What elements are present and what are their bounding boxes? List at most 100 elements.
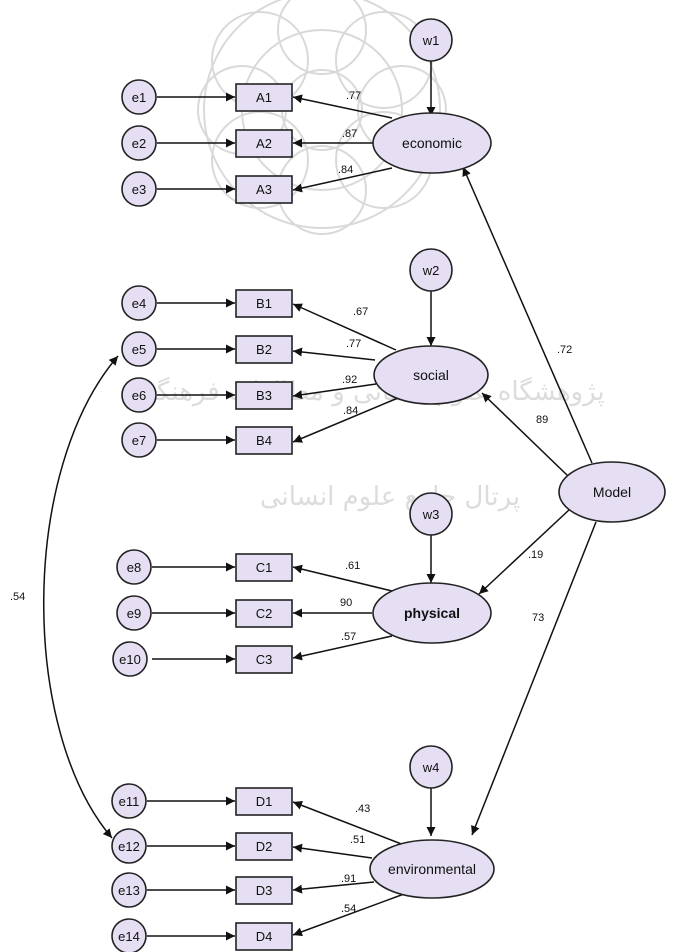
covariance-e5-e12 [43, 355, 119, 839]
indicator-B2: B2 [235, 335, 293, 364]
error-e4-label: e4 [132, 296, 146, 311]
latent-environmental: environmental [369, 839, 495, 899]
coef-economic-A2: .87 [342, 128, 357, 140]
latent-economic: economic [372, 112, 492, 174]
error-e1-label: e1 [132, 90, 146, 105]
indicator-C3: C3 [235, 645, 293, 674]
watermark-line-1: پژوهشگاه علوم انسانی و مطالعات فرهنگی [135, 376, 604, 407]
error-e12: e12 [111, 828, 147, 864]
latent-physical: physical [372, 582, 492, 644]
watermark: پژوهشگاه علوم انسانی و مطالعات فرهنگی پر… [135, 0, 605, 512]
error-e10-label: e10 [119, 652, 141, 667]
error-e1: e1 [121, 79, 157, 115]
coef-social-B4: .84 [343, 405, 358, 417]
error-e11-label: e11 [119, 794, 140, 809]
coef-physical-C2: 90 [340, 597, 352, 609]
disturbance-w4: w4 [409, 745, 453, 789]
latent-social-label: social [413, 367, 449, 383]
indicator-D2-label: D2 [256, 839, 273, 854]
indicator-C2-label: C2 [256, 606, 273, 621]
indicator-B3-label: B3 [256, 388, 272, 403]
coef-model-physical: .19 [528, 549, 543, 561]
indicator-A3-label: A3 [256, 182, 272, 197]
error-e3: e3 [121, 171, 157, 207]
indicator-D2: D2 [235, 832, 293, 861]
indicator-D1: D1 [235, 787, 293, 816]
coef-economic-A1: .77 [346, 90, 361, 102]
path-model-social [481, 392, 569, 477]
watermark-line-2: پرتال جامع علوم انسانی [260, 482, 520, 512]
indicator-C3-label: C3 [256, 652, 273, 667]
error-e14-label: e14 [118, 929, 140, 944]
error-e7-label: e7 [132, 433, 146, 448]
disturbance-w3: w3 [409, 492, 453, 536]
path-physical-C3 [292, 635, 393, 661]
error-e6: e6 [121, 377, 157, 413]
error-paths [147, 92, 235, 941]
indicator-D3: D3 [235, 876, 293, 905]
disturbance-w2: w2 [409, 248, 453, 292]
indicator-A2: A2 [235, 129, 293, 158]
error-e9: e9 [116, 595, 152, 631]
path-model-physical [478, 508, 571, 595]
indicator-C1-label: C1 [256, 560, 273, 575]
coef-model-economic: .72 [557, 344, 572, 356]
indicator-D4-label: D4 [256, 929, 273, 944]
disturbance-w2-label: w2 [422, 263, 440, 278]
error-e8: e8 [116, 549, 152, 585]
indicator-D4: D4 [235, 922, 293, 951]
disturbance-w4-label: w4 [422, 760, 440, 775]
coef-environmental-D4: .54 [341, 903, 356, 915]
error-e6-label: e6 [132, 388, 146, 403]
error-e9-label: e9 [127, 606, 141, 621]
coef-environmental-D1: .43 [355, 803, 370, 815]
coef-social-B3: .92 [342, 374, 357, 386]
path-physical-C1 [292, 564, 393, 592]
error-e14: e14 [111, 918, 147, 952]
coef-environmental-D2: .51 [350, 834, 365, 846]
error-e13-label: e13 [118, 883, 140, 898]
error-e12-label: e12 [118, 839, 140, 854]
latent-model-label: Model [593, 484, 631, 500]
error-e13: e13 [111, 872, 147, 908]
error-e2: e2 [121, 125, 157, 161]
error-e10: e10 [112, 641, 148, 677]
coef-physical-C1: .61 [345, 560, 360, 572]
coef-social-B2: .77 [346, 338, 361, 350]
latent-variables: economic social physical environmental M… [369, 112, 666, 899]
latent-physical-label: physical [404, 605, 460, 621]
latent-social: social [373, 345, 489, 405]
path-environmental-D1 [292, 801, 405, 846]
error-e5-label: e5 [132, 342, 146, 357]
path-social-B3 [292, 383, 377, 400]
coefficient-labels: .77 .87 .84 .67 .77 .92 .84 .61 90 .57 .… [10, 90, 572, 915]
coef-environmental-D3: .91 [341, 873, 356, 885]
error-e7: e7 [121, 422, 157, 458]
coef-covariance-e5-e12: .54 [10, 591, 25, 603]
indicator-B1: B1 [235, 289, 293, 318]
indicator-B2-label: B2 [256, 342, 272, 357]
indicator-D1-label: D1 [256, 794, 273, 809]
error-e11: e11 [111, 783, 147, 819]
indicator-B4-label: B4 [256, 433, 272, 448]
latent-economic-label: economic [402, 135, 462, 151]
indicators: A1 A2 A3 B1 B2 B3 B4 C1 C2 C3 D1 D2 D3 D… [235, 83, 293, 951]
indicator-B1-label: B1 [256, 296, 272, 311]
path-social-B4 [292, 397, 399, 443]
coef-model-social: 89 [536, 414, 548, 426]
latent-model: Model [558, 461, 666, 523]
loading-paths [292, 94, 405, 937]
disturbance-w1-label: w1 [422, 33, 440, 48]
structural-paths [462, 166, 597, 836]
coef-economic-A3: .84 [338, 164, 353, 176]
indicator-A3: A3 [235, 175, 293, 204]
disturbance-terms: w1 w2 w3 w4 [409, 18, 453, 789]
error-e4: e4 [121, 285, 157, 321]
coef-model-environmental: 73 [532, 612, 544, 624]
indicator-A1: A1 [235, 83, 293, 112]
indicator-B4: B4 [235, 426, 293, 455]
disturbance-w3-label: w3 [422, 507, 440, 522]
path-environmental-D3 [292, 881, 375, 894]
